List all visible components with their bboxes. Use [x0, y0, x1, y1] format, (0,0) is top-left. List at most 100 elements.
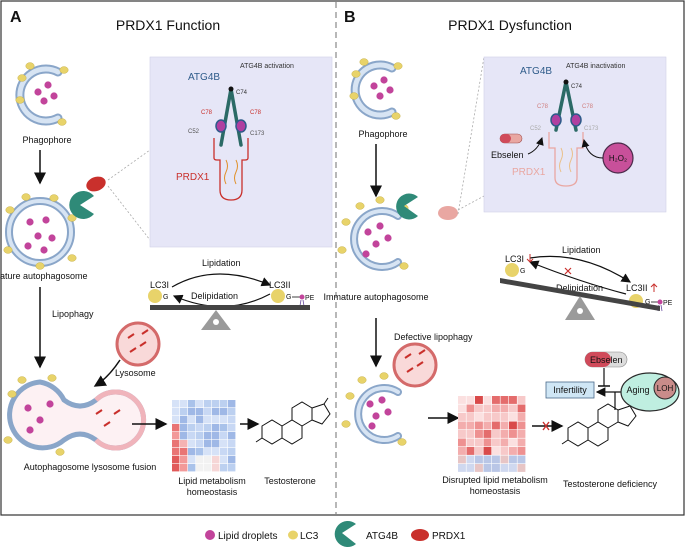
- heatmap-cell: [172, 440, 180, 448]
- heatmap-cell: [492, 464, 500, 472]
- heatmap-cell: [196, 456, 204, 464]
- heatmap-cell: [220, 456, 228, 464]
- heatmap-cell: [500, 413, 509, 421]
- heatmap-cell: [228, 432, 236, 440]
- heatmap-cell: [475, 413, 483, 421]
- label-phagophore-a: Phagophore: [22, 135, 71, 145]
- heatmap-cell: [180, 464, 188, 472]
- heatmap-cell: [180, 440, 188, 448]
- label-lc3i-b: LC3I: [505, 254, 524, 264]
- heatmap-cell: [509, 396, 517, 404]
- heatmap-a: [172, 400, 236, 472]
- heatmap-cell: [475, 447, 483, 455]
- label-phagophore-b: Phagophore: [358, 129, 407, 139]
- heatmap-cell: [509, 438, 517, 447]
- heatmap-cell: [483, 421, 492, 430]
- heatmap-cell: [475, 430, 483, 438]
- heatmap-cell: [172, 400, 180, 408]
- heatmap-cell: [228, 424, 236, 432]
- lysosome-a: [115, 321, 161, 367]
- heatmap-cell: [458, 455, 466, 464]
- heatmap-cell: [517, 404, 526, 413]
- inset-a-c78a: C78: [201, 110, 213, 116]
- heatmap-cell: [517, 421, 526, 430]
- heatmap-cell: [509, 455, 517, 464]
- phagophore-b: [349, 58, 403, 120]
- heatmap-cell: [475, 421, 483, 430]
- heatmap-cell: [483, 430, 492, 438]
- heatmap-cell: [517, 438, 526, 447]
- heatmap-cell: [188, 464, 196, 472]
- heatmap-cell: [475, 464, 483, 472]
- heatmap-cell: [204, 416, 212, 424]
- heatmap-cell: [180, 448, 188, 456]
- heatmap-cell: [212, 456, 220, 464]
- heatmap-cell: [458, 438, 466, 447]
- heatmap-cell: [196, 448, 204, 456]
- heatmap-cell: [458, 464, 466, 472]
- seesaw-a: Lipidation Delipidation LC3I G LC3II G P…: [148, 258, 315, 330]
- heatmap-cell: [483, 464, 492, 472]
- atg4b-shape-b: [396, 193, 418, 220]
- heatmap-cell: [196, 424, 204, 432]
- legend-atg4b: ATG4B: [366, 531, 398, 542]
- heatmap-cell: [492, 438, 500, 447]
- inset-b-c78a: C78: [537, 104, 549, 110]
- heatmap-cell: [220, 440, 228, 448]
- panel-a: A PRDX1 Function Phagophore Mature autop…: [0, 9, 333, 497]
- heatmap-cell: [483, 413, 492, 421]
- heatmap-cell: [492, 404, 500, 413]
- heatmap-cell: [172, 416, 180, 424]
- immature-autophagosome: [337, 196, 409, 271]
- inset-a-c74: C74: [236, 90, 248, 96]
- heatmap-cell: [196, 440, 204, 448]
- heatmap-cell: [500, 447, 509, 455]
- heatmap-cell: [220, 432, 228, 440]
- heatmap-cell: [458, 447, 466, 455]
- heatmap-cell: [492, 455, 500, 464]
- heatmap-cell: [188, 448, 196, 456]
- heatmap-cell: [212, 432, 220, 440]
- heatmap-cell: [196, 408, 204, 416]
- heatmap-cell: [172, 448, 180, 456]
- heatmap-cell: [466, 464, 475, 472]
- heatmap-cell: [204, 448, 212, 456]
- panel-b-letter: B: [344, 9, 356, 26]
- heatmap-b: [458, 396, 526, 472]
- heatmap-cell: [188, 400, 196, 408]
- inset-a-c78b: C78: [250, 110, 262, 116]
- label-pe-a: PE: [305, 295, 315, 302]
- heatmap-cell: [220, 448, 228, 456]
- heatmap-cell: [228, 456, 236, 464]
- label-defective: Defective lipophagy: [394, 332, 473, 342]
- heatmap-cell: [458, 421, 466, 430]
- panel-a-letter: A: [10, 9, 22, 26]
- inset-a-c173: C173: [250, 131, 265, 137]
- heatmap-cell: [509, 447, 517, 455]
- heatmap-cell: [212, 464, 220, 472]
- label-delipidation-b: Delipidation: [556, 283, 603, 293]
- label-lipid-a1: Lipid metabolism: [178, 476, 246, 486]
- label-g-b2: G: [645, 299, 650, 306]
- heatmap-cell: [509, 404, 517, 413]
- heatmap-cell: [172, 456, 180, 464]
- heatmap-cell: [196, 432, 204, 440]
- heatmap-cell: [188, 432, 196, 440]
- fusion-a: [3, 374, 147, 456]
- heatmap-cell: [492, 396, 500, 404]
- heatmap-cell: [458, 404, 466, 413]
- heatmap-cell: [172, 464, 180, 472]
- heatmap-cell: [466, 396, 475, 404]
- label-ebselen-inset: Ebselen: [491, 150, 524, 160]
- heatmap-cell: [180, 432, 188, 440]
- ebselen-capsule-main: [584, 351, 628, 368]
- heatmap-cell: [500, 396, 509, 404]
- testosterone-structure-a: [255, 397, 331, 445]
- figure-frame: [0, 0, 685, 516]
- heatmap-cell: [517, 430, 526, 438]
- infertility-box: [545, 381, 595, 399]
- prdx1-shape-a: [86, 176, 106, 192]
- label-g-a2: G: [286, 294, 291, 301]
- label-deficiency: Testosterone deficiency: [563, 479, 658, 489]
- inset-a-activation: ATG4B activation: [240, 63, 294, 70]
